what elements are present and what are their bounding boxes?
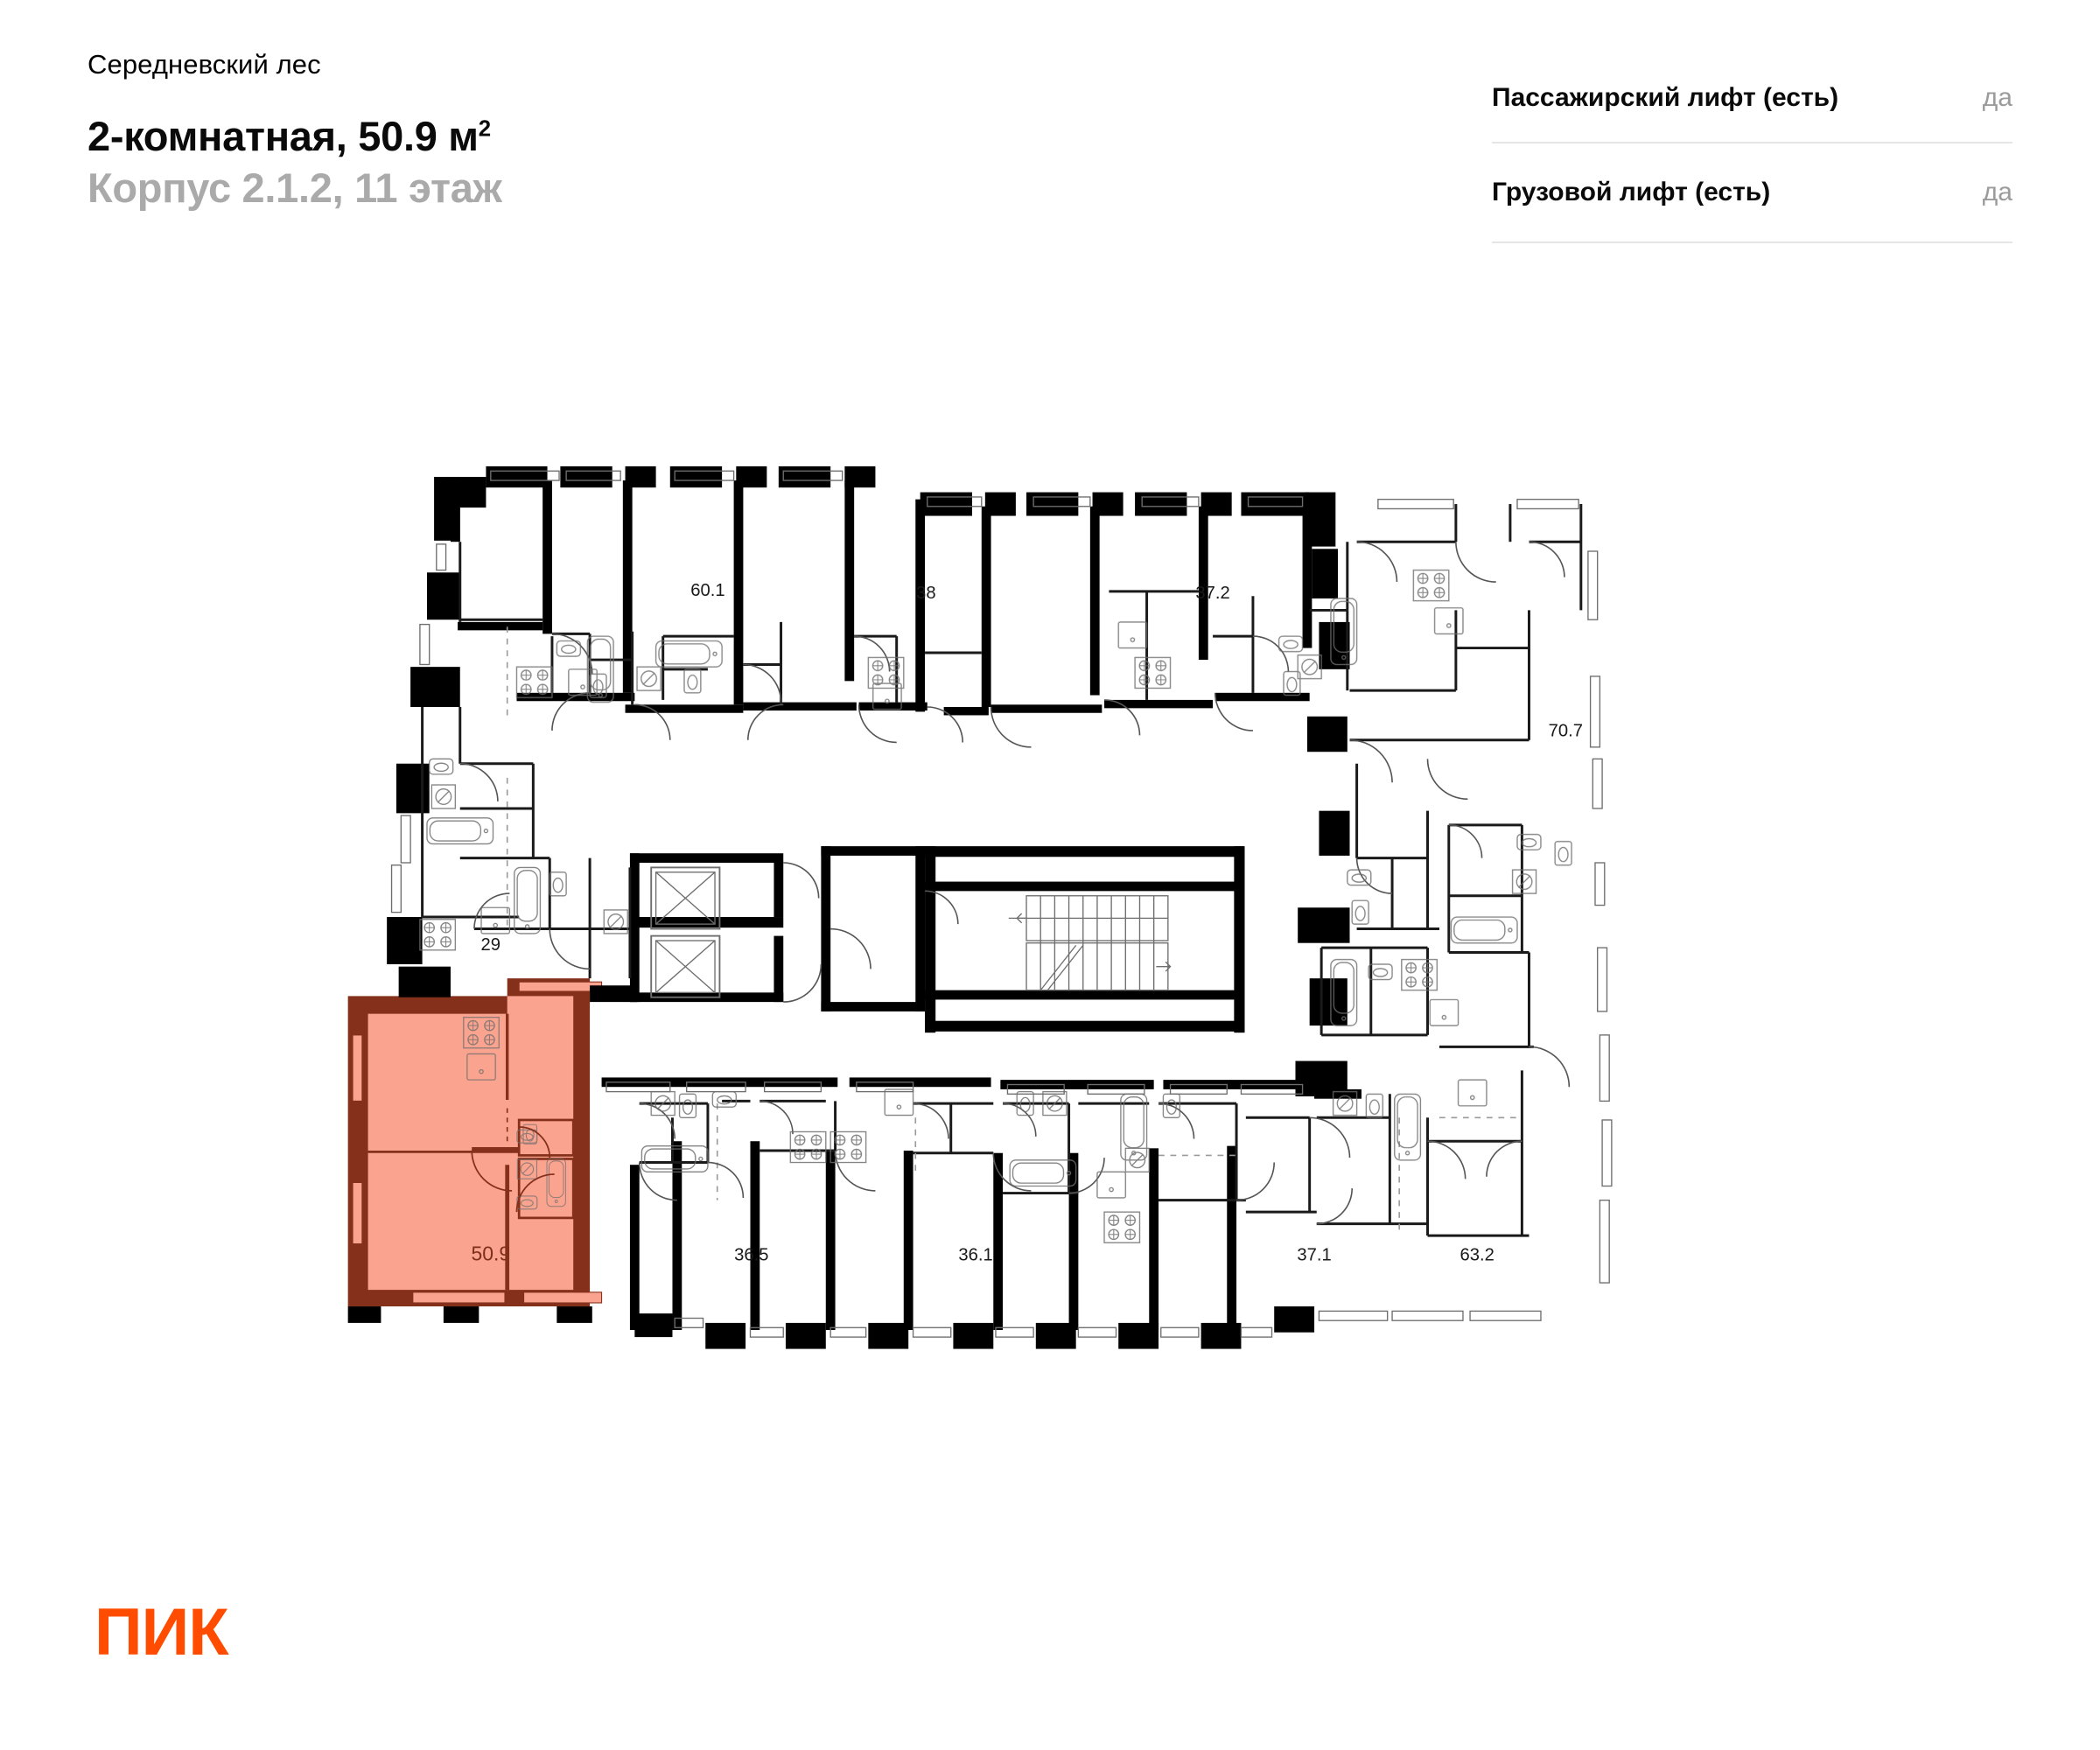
title-block: Середневский лес 2-комнатная, 50.9 м2 Ко… bbox=[88, 48, 1050, 211]
unit-label: 36.1 bbox=[958, 1245, 992, 1264]
unit-label: 38 bbox=[916, 584, 936, 603]
unit-label: 29 bbox=[481, 935, 501, 955]
unit-area-labels: 60.1 38 37.2 70.7 29 50.9 36.5 36.1 37.1… bbox=[472, 581, 1583, 1264]
spec-value: да bbox=[1982, 83, 2012, 112]
unit-label: 37.1 bbox=[1297, 1245, 1331, 1264]
spec-row-passenger-lift: Пассажирский лифт (есть) да bbox=[1492, 54, 2012, 144]
floorplan-drawing[interactable]: 60.1 38 37.2 70.7 29 50.9 36.5 36.1 37.1… bbox=[271, 446, 1829, 1435]
brand-logo: ПИК bbox=[94, 1595, 229, 1670]
spec-label: Грузовой лифт (есть) bbox=[1492, 178, 1771, 206]
unit-label: 60.1 bbox=[690, 581, 724, 600]
spec-label: Пассажирский лифт (есть) bbox=[1492, 83, 1839, 112]
page-title-main: 2-комнатная, 50.9 м bbox=[88, 113, 479, 160]
unit-label: 70.7 bbox=[1549, 722, 1583, 741]
floorplan-container: 60.1 38 37.2 70.7 29 50.9 36.5 36.1 37.1… bbox=[0, 446, 2100, 1488]
project-name: Середневский лес bbox=[88, 49, 321, 80]
floorplan-structure bbox=[387, 466, 1613, 1349]
spec-value: да bbox=[1982, 178, 2012, 206]
unit-label: 63.2 bbox=[1460, 1245, 1494, 1264]
spec-table: Пассажирский лифт (есть) да Грузовой лиф… bbox=[1492, 54, 2012, 243]
logo-text: ПИК bbox=[94, 1595, 229, 1670]
page-title-superscript: 2 bbox=[478, 116, 491, 142]
unit-label: 36.5 bbox=[734, 1245, 768, 1264]
spec-row-freight-lift: Грузовой лифт (есть) да bbox=[1492, 144, 2012, 243]
building-core bbox=[629, 846, 1245, 1033]
selected-apartment[interactable] bbox=[347, 966, 638, 1323]
page-header: Середневский лес 2-комнатная, 50.9 м2 Ко… bbox=[0, 0, 2100, 298]
page-subtitle: Корпус 2.1.2, 11 этаж bbox=[88, 164, 502, 211]
unit-label: 37.2 bbox=[1195, 584, 1229, 603]
selected-unit-label: 50.9 bbox=[472, 1242, 511, 1264]
page-title: 2-комнатная, 50.9 м2 bbox=[88, 113, 1050, 160]
